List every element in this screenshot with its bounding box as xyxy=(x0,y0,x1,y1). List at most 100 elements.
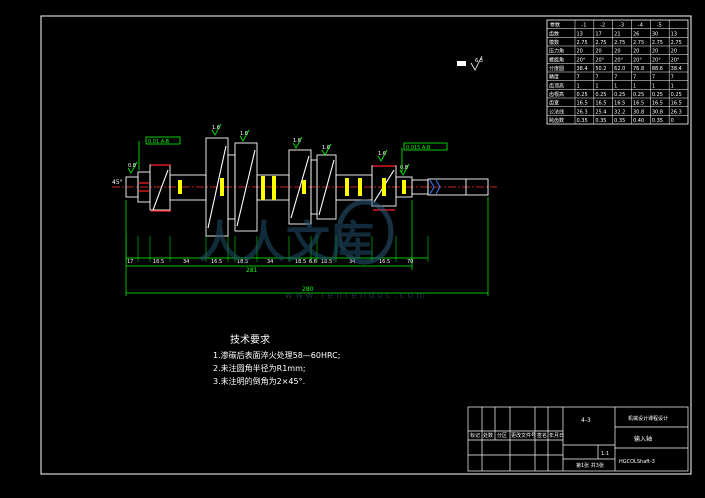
chamfer-label: 45° xyxy=(112,179,123,186)
table-cell: 17 xyxy=(595,31,601,37)
title-column-label: 分区 xyxy=(497,432,507,439)
table-cell: 20 xyxy=(671,49,677,55)
table-cell: 0.35 xyxy=(652,118,663,124)
table-cell: 0.25 xyxy=(671,92,682,98)
title-column-label: 更改文件号 xyxy=(511,432,536,439)
title-column-label: 年月日 xyxy=(549,432,564,439)
table-header-cell: -1 xyxy=(581,23,586,29)
scale-value: 1:1 xyxy=(601,451,609,457)
table-cell: 1 xyxy=(595,83,598,89)
table-cell: 7 xyxy=(595,75,598,81)
roughness-value: 0.8 xyxy=(128,163,136,169)
table-cell: 20 xyxy=(614,49,620,55)
table-cell: 88.6 xyxy=(652,66,663,72)
diameter-labels xyxy=(178,176,406,200)
roughness-value: 1.6 xyxy=(322,145,330,151)
table-cell: 公法线 xyxy=(549,108,564,115)
table-cell: 76.8 xyxy=(633,66,644,72)
spline-marks xyxy=(429,179,441,195)
roughness-value: 1.6 xyxy=(293,138,301,144)
table-cell: 16.5 xyxy=(614,101,625,107)
table-header-cell: -5 xyxy=(657,23,662,29)
segment-dimension: 34 xyxy=(349,259,355,265)
table-header-cell: -3 xyxy=(619,23,624,29)
table-cell: 30 xyxy=(652,31,658,37)
segment-dimension: 16.5 xyxy=(153,259,164,265)
table-cell: 21 xyxy=(614,31,620,37)
table-cell: 26 xyxy=(633,31,639,37)
roughness-check-icon xyxy=(399,163,410,176)
table-cell: 50.2 xyxy=(595,66,606,72)
roughness-value: 1.6 xyxy=(212,125,220,131)
note-2: 2.未注圆角半径为R1mm; xyxy=(213,363,306,373)
table-cell: 25.4 xyxy=(595,109,606,115)
watermark-text: 人人文库 xyxy=(198,217,374,268)
school-name: 机械设计课程设计 xyxy=(628,415,668,422)
title-column-label: 处数 xyxy=(483,432,493,439)
segment-dimension: 34 xyxy=(267,259,273,265)
segment-dimension: 34 xyxy=(183,259,189,265)
table-cell: 0 xyxy=(671,118,674,124)
table-cell: 0.35 xyxy=(595,118,606,124)
table-cell: 2.75 xyxy=(671,40,682,46)
table-cell: 20 xyxy=(595,49,601,55)
table-header-cell: 参数 xyxy=(550,22,560,29)
table-cell: 压力角 xyxy=(549,48,564,55)
roughness-check-icon xyxy=(377,149,388,162)
part-name: 输入轴 xyxy=(634,435,652,443)
roughness-value: 6.3 xyxy=(475,58,483,64)
table-cell: 1 xyxy=(671,83,674,89)
table-cell: 2.75 xyxy=(652,40,663,46)
title-column-label: 标记 xyxy=(470,432,480,439)
watermark: 人人文库 www.renrendoc.com xyxy=(198,199,425,301)
table-cell: 模数 xyxy=(549,39,559,46)
segment-dimension: 6.6 xyxy=(309,259,317,265)
segment-dimension: 18.5 xyxy=(295,259,306,265)
table-cell: 2.75 xyxy=(633,40,644,46)
title-block xyxy=(467,406,689,472)
table-cell: 7 xyxy=(577,75,580,81)
table-cell: 16.5 xyxy=(633,101,644,107)
table-cell: 20° xyxy=(671,57,680,63)
table-cell: 20° xyxy=(595,57,604,63)
table-cell: 7 xyxy=(633,75,636,81)
table-cell: 齿顶高 xyxy=(549,82,564,89)
table-cell: 0.35 xyxy=(577,118,588,124)
roughness-value: 1.6 xyxy=(378,151,386,157)
table-cell: 0.35 xyxy=(614,118,625,124)
table-cell: 20° xyxy=(577,57,586,63)
table-cell: 1 xyxy=(652,83,655,89)
table-cell: 20° xyxy=(652,57,661,63)
technical-notes: 技术要求 1.渗碳后表面淬火处理58—60HRC; 2.未注圆角半径为R1mm;… xyxy=(213,333,340,386)
drawing-border xyxy=(40,15,692,475)
segment-dimension: 16.5 xyxy=(379,259,390,265)
segment-dimension: 70 xyxy=(407,259,413,265)
table-cell: 1 xyxy=(614,83,617,89)
table-cell: 0.25 xyxy=(614,92,625,98)
keyway-details xyxy=(139,164,395,212)
segment-dimension: 18.5 xyxy=(321,259,332,265)
table-cell: 精度 xyxy=(549,74,559,81)
drawing-code: HGCOLShaft-3 xyxy=(619,459,655,465)
table-cell: 2.75 xyxy=(595,40,606,46)
table-cell: 16.5 xyxy=(595,101,606,107)
table-cell: 13 xyxy=(577,31,583,37)
table-cell: 16.5 xyxy=(577,101,588,107)
table-cell: 16.5 xyxy=(652,101,663,107)
table-cell: 20° xyxy=(614,57,623,63)
note-3: 3.未注明的倒角为2×45°. xyxy=(213,376,305,386)
table-cell: 2.75 xyxy=(614,40,625,46)
table-cell: 分度圆 xyxy=(549,65,564,72)
table-cell: 齿根高 xyxy=(549,91,564,98)
overall-length-dim: 280 xyxy=(302,286,314,293)
roughness-check-icon xyxy=(239,129,250,142)
gear-teeth-hatching xyxy=(152,145,395,229)
table-cell: 30.8 xyxy=(652,109,663,115)
table-header-cell: -2 xyxy=(600,23,605,29)
table-cell: 32.2 xyxy=(614,109,625,115)
table-cell: 20 xyxy=(652,49,658,55)
table-cell: 螺旋角 xyxy=(549,56,564,63)
